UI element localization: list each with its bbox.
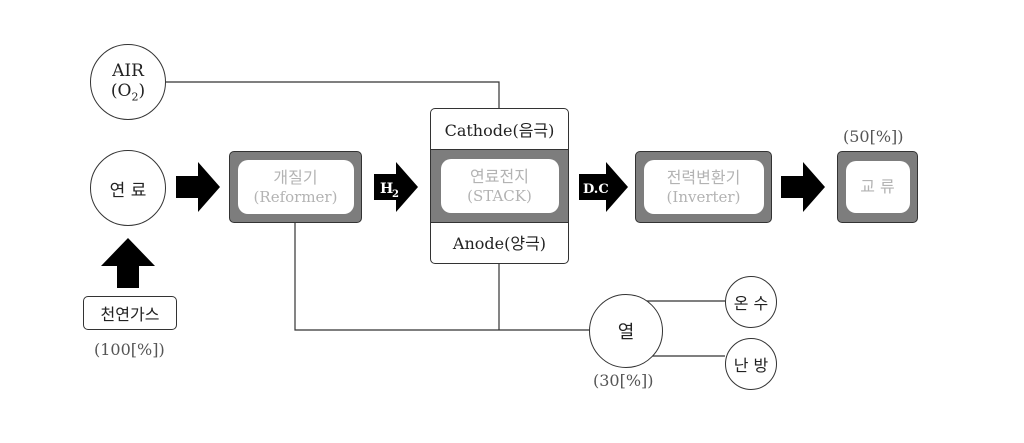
inverter-label: 전력변환기 <box>666 168 741 188</box>
fuel-label: 연 료 <box>109 180 147 201</box>
ac-label: 교 류 <box>860 177 895 197</box>
heat-circle: 열 <box>589 294 663 368</box>
air-to-cathode-line <box>166 81 500 108</box>
stack-label: 연료전지 <box>470 167 529 187</box>
heat-percent: (30[%]) <box>593 371 654 390</box>
stack-to-inverter-arrow <box>579 162 628 212</box>
hot-water-circle: 온 수 <box>725 276 777 328</box>
air-circle: AIR (O2) <box>90 44 166 120</box>
heating-label: 난 방 <box>733 356 769 375</box>
reformer-box: 개질기 (Reformer) <box>229 151 362 223</box>
inverter-sublabel: (Inverter) <box>666 187 741 206</box>
h2-label: H <box>380 181 393 197</box>
o2-label: (O2) <box>110 80 146 104</box>
reformer-label: 개질기 <box>273 168 318 188</box>
stack-box: Cathode(음극) 연료전지 (STACK) Anode(양극) <box>430 108 569 264</box>
reformer-sublabel: (Reformer) <box>253 187 338 206</box>
reformer-to-heat-line <box>294 221 598 331</box>
reformer-to-stack-arrow <box>374 162 418 212</box>
air-label: AIR <box>112 60 144 81</box>
fuel-circle: 연 료 <box>90 150 166 226</box>
cathode-section: Cathode(음극) <box>431 109 568 149</box>
h2-subscript: 2 <box>392 189 399 200</box>
natural-gas-label: 천연가스 <box>100 305 160 324</box>
ac-box: 교 류 <box>837 151 918 223</box>
hot-water-label: 온 수 <box>733 294 769 313</box>
inverter-box: 전력변환기 (Inverter) <box>635 151 772 223</box>
inverter-to-ac-arrow <box>781 162 825 212</box>
stack-sublabel: (STACK) <box>467 186 532 205</box>
heating-circle: 난 방 <box>725 338 777 390</box>
natural-gas-percent: (100[%]) <box>94 340 165 359</box>
fuel-to-reformer-arrow <box>176 162 220 212</box>
natural-gas-up-arrow <box>101 238 155 288</box>
anode-label: Anode(양극) <box>452 234 547 253</box>
dc-label: D.C <box>583 182 609 197</box>
ac-percent: (50[%]) <box>843 127 904 146</box>
heat-label: 열 <box>617 322 635 343</box>
natural-gas-box: 천연가스 <box>83 296 177 330</box>
cathode-label: Cathode(음극) <box>444 121 555 140</box>
stack-core: 연료전지 (STACK) <box>431 149 568 223</box>
anode-section: Anode(양극) <box>431 223 568 261</box>
